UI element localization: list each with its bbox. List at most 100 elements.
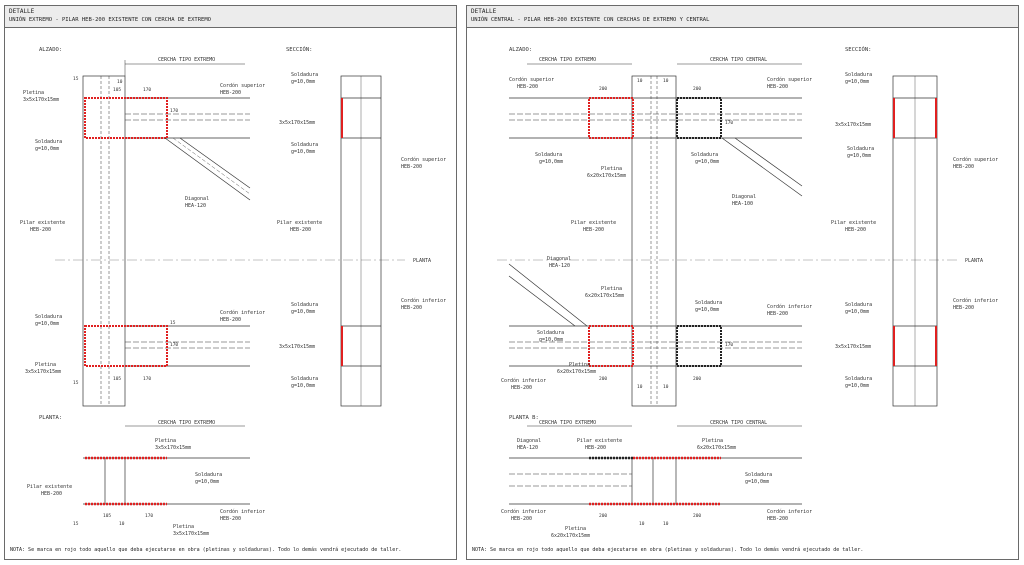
header-title: DETALLE [471,8,497,15]
planta-soldadura: Soldadura [195,472,222,478]
planta-dim-10: 10 [119,521,125,527]
planta-pilar: Pilar existente [577,438,622,444]
sec-soldadura: Soldadura [845,72,872,78]
label-pletina-3: Pletina [569,362,590,368]
dim-105: 105 [113,87,121,93]
drawing-right: ALZADO: SECCIÓN: PLANTA B: CERCHA TIPO E… [497,46,998,539]
planta-pletina: Pletina [702,438,723,444]
planta-title: PLANTA B: [509,415,539,421]
label-pletina: Pletina [601,166,622,172]
cordon-inferior-elevation [125,325,250,367]
label-soldadura-2-size: g=10,0mm [35,321,59,327]
planta-dim-10-b: 10 [663,521,669,527]
planta-diagonal: Diagonal [517,438,541,444]
pilar-elevation [82,75,126,407]
drawing-left: ALZADO: SECCIÓN: PLANTA: CERCHA TIPO EXT… [20,46,446,537]
planta-cordon-inf: Cordón inferior [220,508,265,515]
label-soldadura: Soldadura [35,139,62,145]
planta-cordon-inf-l-type: HEB-200 [511,516,532,522]
planta-pletina-2-size: 6x20x170x15mm [551,533,590,539]
label-diagonal-r-type: HEA-100 [732,201,753,207]
sheet-header: DETALLE UNIÓN CENTRAL - PILAR HEB-200 EX… [467,6,1018,28]
sec-soldadura-3: Soldadura [291,302,318,308]
diagonal-left [508,263,588,327]
seccion-view [340,75,382,407]
dim-10-a: 10 [637,78,643,84]
sec-pletina-2: 3x5x170x15mm [279,344,315,350]
dim-200-b: 200 [693,86,701,92]
planta-axis-label: PLANTA [413,258,431,264]
planta-diagonal-type: HEA-120 [517,445,538,451]
sec-pletina: 3x5x170x15mm [835,122,871,128]
label-pilar: Pilar existente [571,220,616,226]
sec-soldadura-size: g=10,0mm [845,79,869,85]
label-pletina-size: 6x20x170x15mm [587,173,626,179]
sec-pletina: 3x5x170x15mm [279,120,315,126]
sec-pletina-2: 3x5x170x15mm [835,344,871,350]
label-cordon-inf-l-type: HEB-200 [511,385,532,391]
label-pletina-2-size: 3x5x170x15mm [25,369,61,375]
label-soldadura-2: Soldadura [35,314,62,320]
planta-cercha-extremo: CERCHA TIPO EXTREMO [539,420,596,426]
dim-10: 10 [117,79,123,85]
planta-cordon-inf-l: Cordón inferior [501,508,546,515]
dim-15: 15 [73,76,79,82]
header-subtitle: UNIÓN CENTRAL - PILAR HEB-200 EXISTENTE … [471,17,710,23]
planta-soldadura: Soldadura [745,472,772,478]
sec-cordon-sup: Cordón superior [401,156,446,163]
sec-soldadura-3: Soldadura [845,302,872,308]
pletina-bottom-right [676,325,722,367]
sec-soldadura-2-size: g=10,0mm [847,153,871,159]
pletina-top-right [676,97,722,139]
label-pletina-2: Pletina [35,362,56,368]
dim-200-c: 200 [599,376,607,382]
planta-soldadura-size: g=10,0mm [745,479,769,485]
header-subtitle: UNIÓN EXTREMO - PILAR HEB-200 EXISTENTE … [9,17,211,23]
label-cordon-inf: Cordón inferior [220,309,265,316]
sec-cordon-inf: Cordón inferior [953,297,998,304]
sec-cordon-sup-type: HEB-200 [401,164,422,170]
cercha-central-label: CERCHA TIPO CENTRAL [710,57,767,63]
label-soldadura-size: g=10,0mm [35,146,59,152]
planta-pilar: Pilar existente [27,484,72,490]
sec-soldadura-4: Soldadura [845,376,872,382]
cordon-inferior-elevation [509,325,802,367]
sec-soldadura-2-size: g=10,0mm [291,149,315,155]
sec-cordon-sup-type: HEB-200 [953,164,974,170]
pletina-bottom [84,325,168,367]
sec-soldadura-4: Soldadura [291,376,318,382]
cordon-superior-elevation [509,97,802,139]
label-soldadura-3: Soldadura [695,300,722,306]
dim-15-c: 15 [73,380,79,386]
label-diagonal-r: Diagonal [732,194,756,200]
label-pletina-2-size: 6x20x170x15mm [585,293,624,299]
label-cordon-inf-type: HEB-200 [220,317,241,323]
planta-dim-200-a: 200 [599,513,607,519]
planta-soldadura-size: g=10,0mm [195,479,219,485]
planta-dim-170: 170 [145,513,153,519]
sec-soldadura-2: Soldadura [847,146,874,152]
label-pilar: Pilar existente [20,220,65,226]
sheet-header: DETALLE UNIÓN EXTREMO - PILAR HEB-200 EX… [5,6,456,28]
dim-200-d: 200 [693,376,701,382]
note-text: NOTA: Se marca en rojo todo aquello que … [10,547,402,553]
dim-15-b: 15 [170,320,176,326]
label-cordon-sup-right-type: HEB-200 [767,84,788,90]
pletina-bottom-left [588,325,634,367]
planta-dim-200-b: 200 [693,513,701,519]
planta-pletina: Pletina [155,438,176,444]
cercha-extremo-label: CERCHA TIPO EXTREMO [539,57,596,63]
seccion-view [892,75,938,407]
label-cordon-sup-type: HEB-200 [220,90,241,96]
label-soldadura-3-size: g=10,0mm [695,307,719,313]
label-pletina-3-size: 6x20x170x15mm [557,369,596,375]
label-pilar-type: HEB-200 [583,227,604,233]
planta-dim-105: 105 [103,513,111,519]
label-pilar-type: HEB-200 [30,227,51,233]
sec-cordon-sup: Cordón superior [953,156,998,163]
planta-pletina-2: Pletina [173,524,194,530]
detail-sheet-central: DETALLE UNIÓN CENTRAL - PILAR HEB-200 EX… [466,5,1019,560]
sec-cordon-inf-type: HEB-200 [953,305,974,311]
label-cordon-inf-r-type: HEB-200 [767,311,788,317]
dim-10-d: 10 [663,384,669,390]
